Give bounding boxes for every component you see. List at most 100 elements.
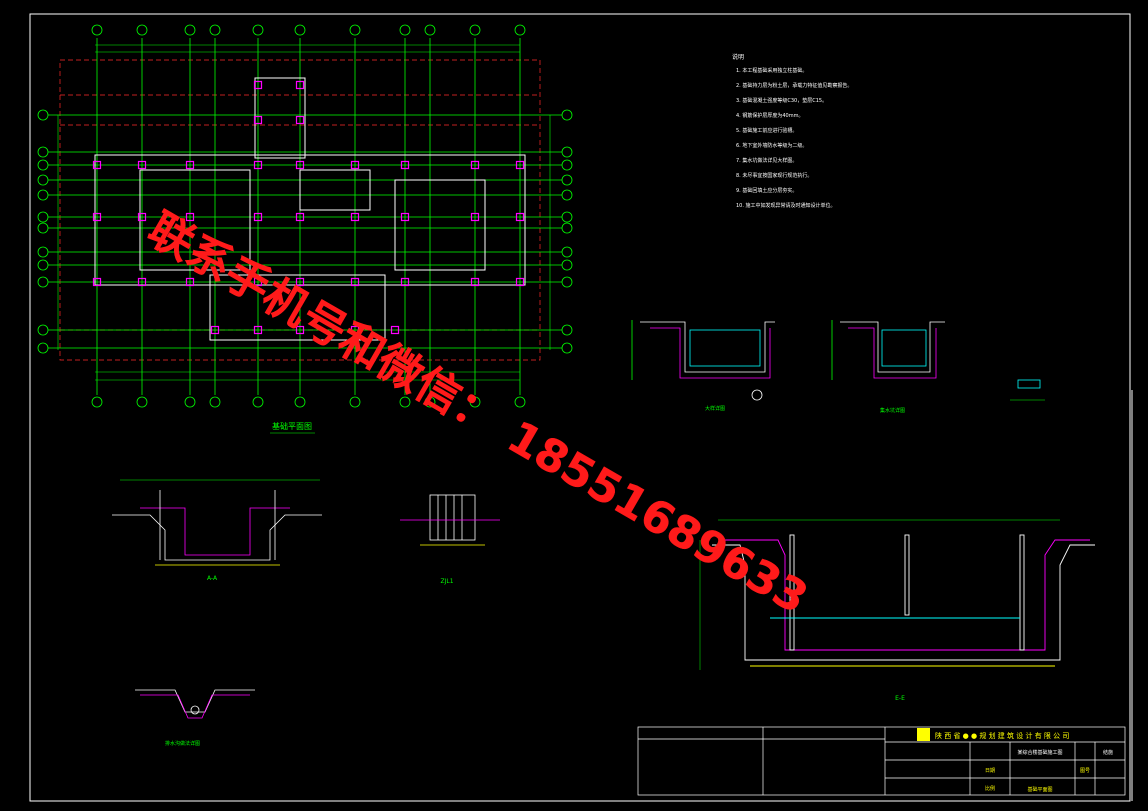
- grid-bubble: [399, 24, 411, 36]
- column-footing: [470, 160, 480, 170]
- grid-bubble: [561, 211, 573, 223]
- title-block-sheet-label: 图号: [1080, 768, 1090, 774]
- grid-bubble: [37, 222, 49, 234]
- grid-bubbles: [37, 24, 573, 408]
- grid-bubble: [184, 24, 196, 36]
- pit-detail-2: 集水坑详图: [831, 320, 945, 414]
- column-footing: [92, 160, 102, 170]
- detail-zjl1-label: ZJL1: [440, 578, 453, 585]
- grid-bubble: [37, 109, 49, 121]
- column-footing: [350, 277, 360, 287]
- grid-bubble: [514, 24, 526, 36]
- grid-bubble: [37, 342, 49, 354]
- section-aa: A-A: [112, 479, 322, 582]
- column-footing: [137, 277, 147, 287]
- column-footing: [400, 212, 410, 222]
- grid-bubble: [424, 24, 436, 36]
- column-footing: [185, 212, 195, 222]
- grid-bubble: [136, 396, 148, 408]
- column-footing: [210, 325, 220, 335]
- column-footing: [515, 212, 525, 222]
- note-line: 9. 基础回填土应分层夯实。: [736, 187, 797, 194]
- column-footing: [253, 325, 263, 335]
- note-line: 7. 集水坑做法详见大样图。: [736, 157, 797, 164]
- title-block: [637, 726, 1126, 796]
- grid-bubble: [561, 146, 573, 158]
- grid-bubble: [37, 276, 49, 288]
- column-footing: [92, 212, 102, 222]
- title-block-company: 陕 西 省 ● ● 规 划 建 筑 设 计 有 限 公 司: [935, 731, 1069, 740]
- column-footing: [515, 160, 525, 170]
- vertical-grid-lines: [96, 38, 521, 395]
- column-footing: [253, 115, 263, 125]
- note-line: 4. 钢筋保护层厚度为40mm。: [736, 112, 803, 119]
- section-ee-label: E-E: [895, 695, 905, 702]
- plan-columns: [92, 80, 525, 335]
- grid-bubble: [37, 146, 49, 158]
- column-footing: [350, 325, 360, 335]
- grid-bubble: [561, 174, 573, 186]
- grid-bubble: [561, 276, 573, 288]
- grid-bubble: [561, 189, 573, 201]
- grid-bubble: [294, 396, 306, 408]
- grid-bubble: [91, 24, 103, 36]
- grid-bubble: [252, 24, 264, 36]
- grid-bubble: [424, 396, 436, 408]
- column-footing: [295, 212, 305, 222]
- section-aa-label: A-A: [207, 575, 218, 582]
- grid-bubble: [37, 259, 49, 271]
- watermark-line2: 18551689633: [499, 412, 816, 625]
- column-footing: [295, 277, 305, 287]
- grid-bubble: [37, 189, 49, 201]
- grid-bubble: [349, 396, 361, 408]
- column-footing: [400, 277, 410, 287]
- title-block-logo-cell: [917, 728, 930, 741]
- grid-bubble: [37, 159, 49, 171]
- column-footing: [390, 325, 400, 335]
- watermark-line1: 联系手机号和微信：: [140, 204, 508, 446]
- column-footing: [137, 160, 147, 170]
- column-footing: [92, 277, 102, 287]
- grid-bubble: [294, 24, 306, 36]
- foundation-plan: 基础平面图: [37, 24, 573, 434]
- note-line: 8. 未尽事宜按国家现行规范执行。: [736, 172, 812, 179]
- note-line: 2. 基础持力层为粉土层，承载力特征值见勘察报告。: [736, 82, 852, 89]
- column-footing: [350, 160, 360, 170]
- plan-dimensions: [57, 44, 551, 381]
- note-line: 3. 基础混凝土强度等级C30，垫层C15。: [736, 97, 827, 104]
- grid-bubble: [37, 246, 49, 258]
- column-footing: [470, 277, 480, 287]
- watermark: 联系手机号和微信： 18551689633: [139, 204, 816, 625]
- note-line: 5. 基础施工前应进行验槽。: [736, 127, 797, 134]
- column-footing: [350, 212, 360, 222]
- column-footing: [470, 212, 480, 222]
- detail-zjl1: ZJL1: [400, 494, 500, 585]
- column-footing: [137, 212, 147, 222]
- grid-bubble: [252, 396, 264, 408]
- note-line: 1. 本工程基础采用独立柱基础。: [736, 67, 807, 74]
- title-block-date-label: 日期: [985, 768, 995, 774]
- grid-bubble: [561, 259, 573, 271]
- section-ee: E-E: [699, 519, 1095, 702]
- grid-bubble: [136, 24, 148, 36]
- title-block-sheet-name: 基础平面图: [1027, 786, 1052, 793]
- grid-bubble: [209, 396, 221, 408]
- trench-detail: 排水沟做法详图: [135, 689, 255, 747]
- column-footing: [515, 277, 525, 287]
- small-detail-mark: [1010, 379, 1045, 401]
- pit-detail-1: 大样详图: [631, 320, 775, 412]
- svg-text:排水沟做法详图: 排水沟做法详图: [165, 740, 200, 747]
- grid-bubble: [561, 324, 573, 336]
- grid-bubble: [399, 396, 411, 408]
- note-line: 10. 施工中如发现异常请及时通知设计单位。: [736, 202, 836, 209]
- grid-bubble: [469, 24, 481, 36]
- column-footing: [185, 160, 195, 170]
- grid-bubble: [561, 222, 573, 234]
- notes-title: 说明: [732, 53, 744, 61]
- svg-text:大样详图: 大样详图: [705, 405, 725, 412]
- grid-bubble: [209, 24, 221, 36]
- grid-bubble: [37, 174, 49, 186]
- column-footing: [295, 80, 305, 90]
- column-footing: [253, 80, 263, 90]
- grid-bubble: [561, 109, 573, 121]
